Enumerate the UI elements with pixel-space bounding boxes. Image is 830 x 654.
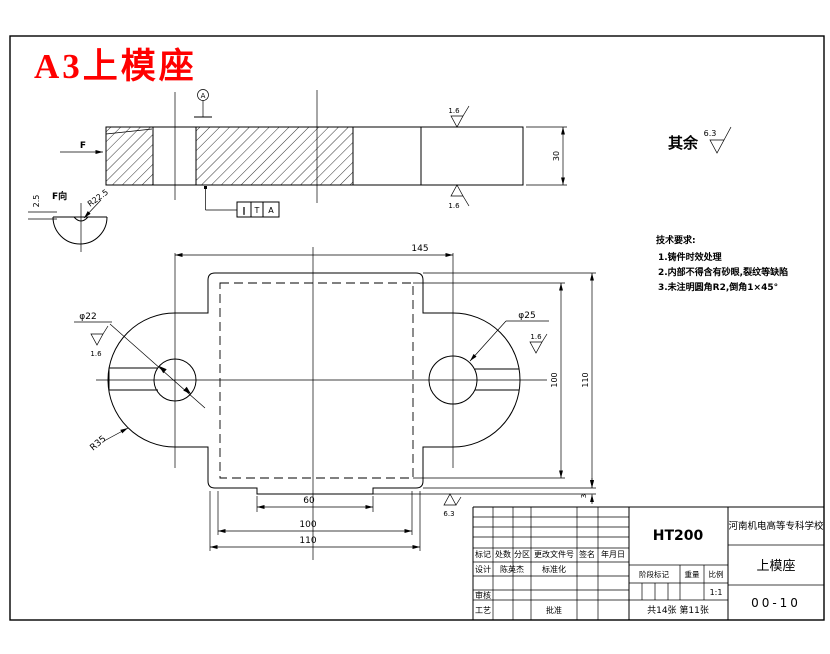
general-roughness-label: 其余 (668, 134, 699, 152)
roughness-phi25: 1.6 (530, 333, 542, 341)
material-label: HT200 (653, 528, 704, 544)
datum-symbol: A (194, 89, 212, 118)
notes-line-1: 1.铸件时效处理 (658, 251, 722, 263)
front-view-extension-lines (209, 272, 596, 551)
notes-heading: 技术要求: (656, 234, 696, 246)
dim-hole-left: φ22 1.6 (74, 312, 206, 409)
roughness-symbol-bottom: 1.6 (448, 184, 470, 210)
thickness-dimension: 30 (526, 126, 567, 186)
dim-center-distance: 145 (175, 244, 453, 258)
scale-label: 比例 (709, 569, 724, 579)
roughness-bottom-value: 1.6 (448, 202, 460, 210)
tolerance-frame: ∥ T A (204, 186, 280, 218)
stage-label: 阶段标记 (639, 569, 669, 579)
front-view: 145 φ22 1.6 φ25 1.6 (74, 244, 596, 560)
tolerance-symbol: ∥ (242, 206, 246, 215)
header-cell-count: 处数 (495, 549, 511, 559)
design-label: 设计 (475, 564, 491, 574)
title-block: HT200 河南机电高等专科学校 上模座 00-10 标记 处数 分区 更改文件… (472, 506, 824, 620)
process-label: 工艺 (475, 606, 491, 615)
dim-110-bottom: 110 (299, 536, 316, 546)
dim-60: 60 (303, 496, 315, 506)
dim-phi22: φ22 (79, 312, 96, 322)
dim-step: 3 (580, 478, 595, 504)
roughness-symbol-top: 1.6 (448, 105, 470, 128)
roughness-top-value: 1.6 (448, 107, 460, 115)
dim-width-inner: 100 (218, 520, 412, 534)
dim-145: 145 (411, 244, 428, 254)
review-label: 审核 (475, 590, 491, 600)
dim-3: 3 (580, 494, 588, 498)
dim-depth-2-5: 2.5 (32, 195, 41, 208)
view-direction-label: F (80, 141, 86, 151)
dim-height-outer: 110 (581, 273, 595, 488)
header-cell-docno: 更改文件号 (534, 549, 574, 559)
dim-height-inner: 100 (550, 283, 564, 478)
top-view: F A 1.6 1.6 (60, 89, 567, 218)
technical-notes: 技术要求: 1.铸件时效处理 2.内部不得含有砂眼,裂纹等缺陷 3.未注明圆角R… (656, 234, 788, 293)
sheet-frame (9, 35, 825, 621)
dim-sphere-radius: R22.5 (86, 188, 110, 209)
header-cell-mark: 标记 (475, 549, 491, 559)
sheet-info: 共14张 第11张 (647, 604, 709, 616)
dim-notch-width: 60 (257, 496, 373, 510)
dim-width-outer: 110 (210, 536, 420, 550)
header-cell-sign: 签名 (579, 549, 595, 559)
dim-100-right: 100 (550, 372, 559, 387)
part-name: 上模座 (756, 559, 795, 574)
dim-lobe-radius: R35 (89, 427, 129, 453)
detail-view: F向 2.5 R22.5 (28, 188, 110, 252)
tolerance-value: T (254, 206, 260, 215)
designer-name: 陈英杰 (500, 564, 524, 574)
dim-30: 30 (552, 151, 561, 161)
notes-line-2: 2.内部不得含有砂眼,裂纹等缺陷 (658, 266, 788, 278)
general-roughness-value: 6.3 (704, 129, 717, 138)
approve-label: 批准 (546, 605, 562, 615)
tolerance-datum: A (268, 206, 274, 215)
datum-label: A (201, 92, 206, 100)
drawing-title: A3上模座 (34, 47, 197, 86)
roughness-phi22: 1.6 (90, 350, 102, 358)
view-direction-arrow: F (60, 141, 103, 155)
front-view-centerlines (96, 247, 547, 560)
dim-100-bottom: 100 (299, 520, 316, 530)
dim-110-right: 110 (581, 372, 590, 387)
notes-line-3: 3.未注明圆角R2,倒角1×45° (658, 281, 778, 293)
title-block-grid (472, 506, 824, 620)
general-roughness: 其余 6.3 (668, 126, 732, 154)
top-view-centerlines (174, 90, 318, 203)
detail-view-label: F向 (52, 190, 67, 202)
dim-phi25: φ25 (518, 311, 535, 321)
top-view-body (105, 126, 524, 186)
weight-label: 重量 (685, 570, 700, 579)
header-cell-zone: 分区 (514, 550, 530, 559)
dim-hole-right: φ25 1.6 (469, 311, 549, 362)
roughness-symbol-bottom-face: 6.3 (443, 493, 462, 518)
roughness-bottom-face-value: 6.3 (443, 510, 454, 518)
scale-value: 1:1 (710, 588, 723, 597)
dim-r35: R35 (89, 434, 109, 453)
standardization-label: 标准化 (542, 564, 566, 574)
front-view-outline (107, 272, 521, 495)
company-name: 河南机电高等专科学校 (728, 520, 824, 532)
header-cell-date: 年月日 (601, 549, 625, 559)
drawing-number: 00-10 (751, 596, 801, 610)
